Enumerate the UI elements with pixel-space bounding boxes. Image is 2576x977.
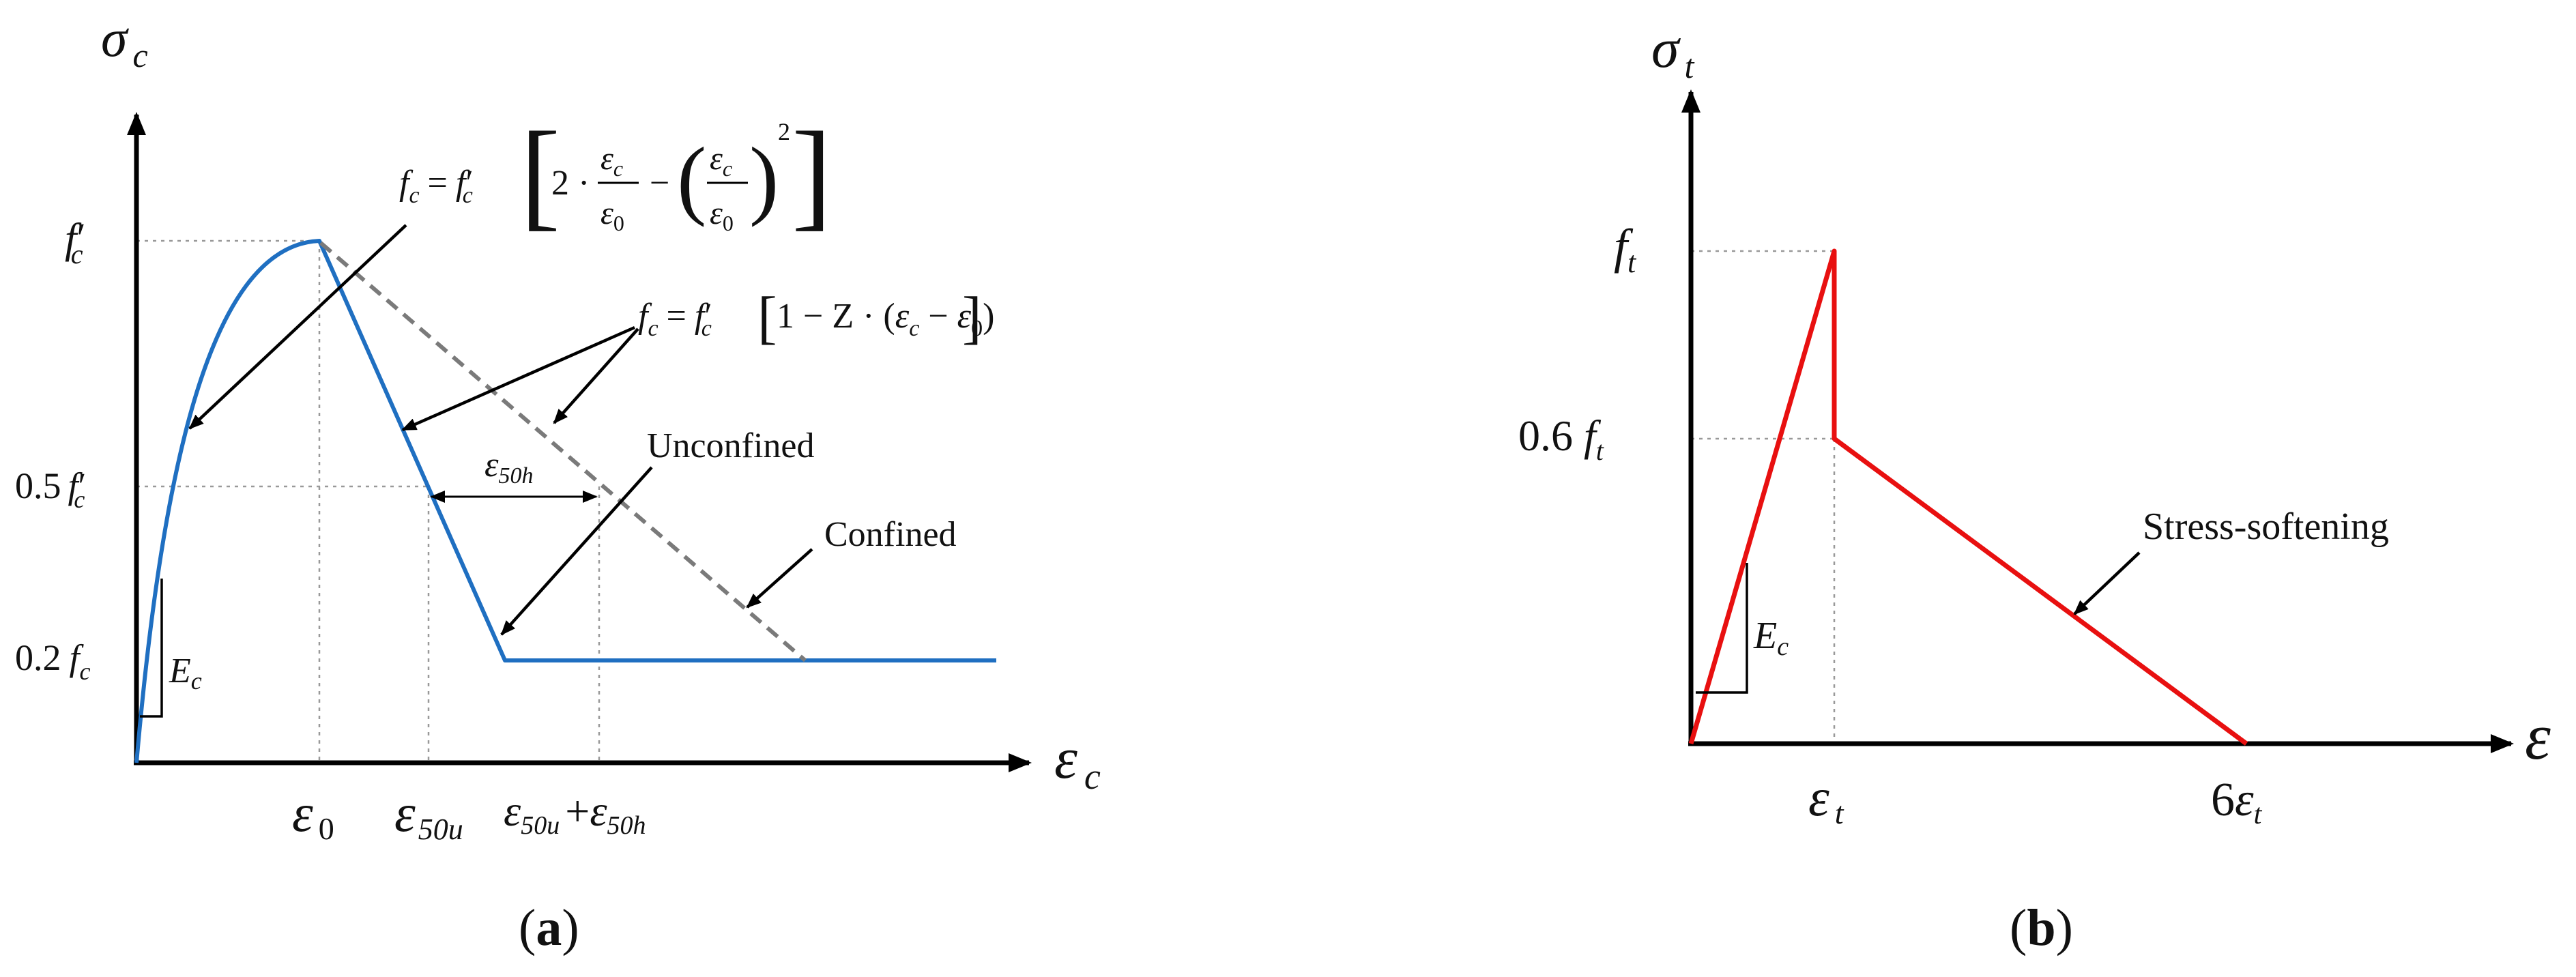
svg-text:2: 2 xyxy=(778,118,790,145)
equation-linear: fc=f′c [ 1 − Z · (εc − ε0) ] xyxy=(638,285,994,350)
tick-fc-prime: f′c xyxy=(65,216,86,269)
arrow-to-descending xyxy=(401,325,635,432)
tick-ft: ft xyxy=(1614,219,1637,279)
svg-text:−: − xyxy=(650,164,669,203)
svg-text:]: ] xyxy=(792,106,832,242)
caption-b: (b) xyxy=(2010,899,2073,957)
svg-text:[: [ xyxy=(520,106,560,242)
modulus-label-b: Ec xyxy=(1753,615,1789,661)
equation-parabola: fc=f′c [ 2 · εc ε0 − ( εc ε0 ) 2 ] xyxy=(399,106,832,242)
arrow-to-confined-label xyxy=(746,548,813,609)
svg-text:(: ( xyxy=(677,130,706,228)
svg-text:ε0: ε0 xyxy=(600,195,624,235)
tick-e50u-plus-e50h: ε50u+ε50h xyxy=(504,787,646,840)
arrow-to-parabola xyxy=(188,224,407,430)
confined-curve xyxy=(319,241,807,662)
svg-text:ε0: ε0 xyxy=(710,195,734,235)
svg-text:fc=f′c: fc=f′c xyxy=(638,297,712,341)
arrow-to-confined xyxy=(553,327,639,424)
caption-a: (a) xyxy=(519,899,579,957)
label-confined: Confined xyxy=(824,515,957,554)
svg-text:fc=f′c: fc=f′c xyxy=(399,164,474,208)
svg-text:εc: εc xyxy=(710,141,732,181)
svg-text:[: [ xyxy=(757,285,777,350)
svg-text:2 ·: 2 · xyxy=(551,164,590,203)
tick-6et: 6εt xyxy=(2211,774,2263,830)
tick-e50u: ε50u xyxy=(394,783,463,846)
e50h-label: ε50h xyxy=(484,446,534,488)
label-stress-softening: Stress-softening xyxy=(2143,506,2389,548)
modulus-label-a: Ec xyxy=(169,652,202,695)
unconfined-curve xyxy=(134,239,996,763)
arrow-to-unconfined xyxy=(500,466,653,636)
modulus-triangle-a xyxy=(140,579,163,718)
modulus-triangle-b xyxy=(1696,563,1748,694)
arrow-to-softening xyxy=(2073,551,2141,615)
x-axis-label-b: ε xyxy=(2525,700,2551,773)
tension-softening-curve xyxy=(1688,248,2248,746)
svg-text:εc: εc xyxy=(600,141,623,181)
label-unconfined: Unconfined xyxy=(647,426,814,465)
svg-text:1 − Z · (εc − ε0): 1 − Z · (εc − ε0) xyxy=(777,297,994,341)
svg-text:]: ] xyxy=(962,285,982,350)
svg-text:): ) xyxy=(749,130,779,228)
